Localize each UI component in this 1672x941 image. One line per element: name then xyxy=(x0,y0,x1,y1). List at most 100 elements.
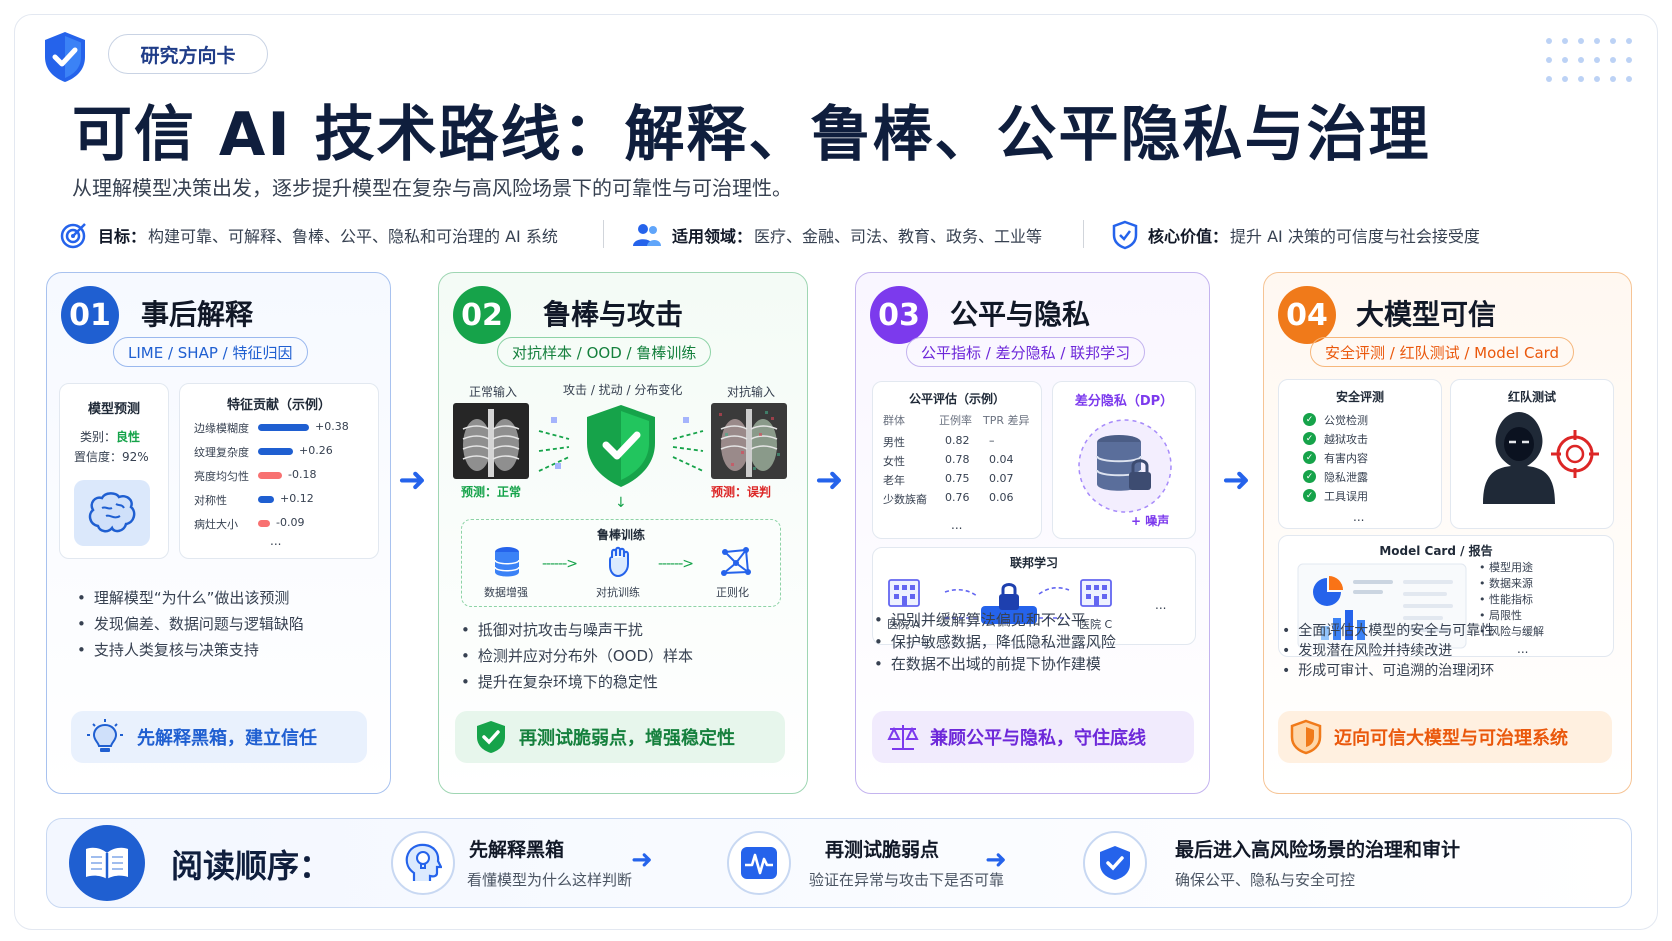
bullet-item: 发现潜在风险并持续改进 xyxy=(1282,641,1494,661)
ellipsis: ... xyxy=(1353,510,1365,524)
model-card-item: • 数据来源 xyxy=(1479,577,1533,590)
info-value-label: 核心价值： xyxy=(1148,227,1229,246)
divider xyxy=(603,220,604,248)
reading-order-bar: 阅读顺序： 先解释黑箱 看懂模型为什么这样判断 ➜ 再测试脆弱点 验证在异常与攻… xyxy=(46,818,1632,908)
check-label: 公觉检测 xyxy=(1324,413,1368,427)
step-adversarial-training: 对抗训练 xyxy=(596,586,640,599)
attack-label: 攻击 / 扰动 / 分布变化 xyxy=(563,383,683,397)
check-icon: ✓ xyxy=(1303,413,1316,426)
card-fairness-privacy: 03 公平与隐私 公平指标 / 差分隐私 / 联邦学习 公平评估（示例） 群体正… xyxy=(855,272,1210,794)
check-item: ✓工具误用 xyxy=(1303,486,1368,505)
card-number: 02 xyxy=(453,286,511,344)
check-item: ✓ 隐私泄露 xyxy=(1303,467,1368,486)
table-cell: 0.04 xyxy=(989,453,1014,466)
feature-bar xyxy=(258,472,282,479)
table-cell: – xyxy=(989,434,995,447)
check-label: 隐私泄露 xyxy=(1324,470,1368,484)
table-cell: 少数族裔 xyxy=(883,493,927,506)
info-domains-value: 医疗、金融、司法、教育、政务、工业等 xyxy=(754,227,1043,246)
table-cell: 0.82 xyxy=(945,434,970,447)
feature-name: 对称性 xyxy=(194,494,227,507)
prediction-wrong: 预测：误判 xyxy=(711,485,772,499)
bullet-item: 在数据不出域的前提下协作建模 xyxy=(874,653,1116,675)
brain-icon xyxy=(74,480,150,546)
hacker-target-icon xyxy=(1483,412,1599,504)
book-icon xyxy=(69,825,145,901)
safety-eval-title: 安全评测 xyxy=(1335,390,1384,404)
card-footer: 先解释黑箱，建立信任 xyxy=(71,711,367,763)
dashed-arrow-icon: ------> xyxy=(542,556,578,572)
red-team-title: 红队测试 xyxy=(1507,390,1556,404)
check-label: 越狱攻击 xyxy=(1324,432,1368,446)
card-footer-text: 再测试脆弱点，增强稳定性 xyxy=(519,728,735,749)
table-header: 正例率 xyxy=(939,414,972,427)
card-number: 01 xyxy=(61,286,119,344)
feature-row: 对称性 +0.12 xyxy=(180,490,380,510)
table-cell: 0.76 xyxy=(945,491,970,504)
check-list: ✓公觉检测✓越狱攻击✓有害内容✓隐私泄露✓工具误用 xyxy=(1303,410,1368,505)
model-card-items: • 模型用途• 数据来源• 性能指标• 局限性• 风险与缓解 xyxy=(1479,560,1544,640)
check-item: ✓越狱攻击 xyxy=(1303,429,1368,448)
prediction-normal: 预测：正常 xyxy=(461,485,522,499)
check-icon: ✓ xyxy=(1303,470,1316,483)
feature-name: 边缘模糊度 xyxy=(194,422,249,435)
feature-row: 边缘模糊度+0.38 xyxy=(180,418,380,438)
feature-name: 病灶大小 xyxy=(194,518,238,531)
bullet-item: 识别并缓解算法偏见和不公平 xyxy=(874,609,1116,631)
bullet-item: 发现偏差、数据问题与逻辑缺陷 xyxy=(77,611,304,637)
database-icon xyxy=(494,547,520,577)
card-robust: 02 鲁棒与攻击 对抗样本 / OOD / 鲁棒训练 正常输入 攻击 / 扰动 … xyxy=(438,272,808,794)
dp-noise-label: + 噪声 xyxy=(1131,514,1170,528)
model-card-title: Model Card / 报告 xyxy=(1379,544,1493,558)
card-explain: 01 事后解释 LIME / SHAP / 特征归因 模型预测 类别：良性 置信… xyxy=(46,272,391,794)
info-value-value: 提升 AI 决策的可信度与社会接受度 xyxy=(1230,227,1480,246)
prediction-title: 模型预测 xyxy=(87,402,140,417)
method-pill: LIME / SHAP / 特征归因 xyxy=(113,337,308,367)
bullet-list: 识别并缓解算法偏见和不公平 保护敏感数据，降低隐私泄露风险 在数据不出域的前提下… xyxy=(874,609,1116,675)
pulse-monitor-icon xyxy=(727,831,791,895)
dashed-arrow-icon: ------> xyxy=(658,556,694,572)
method-pill: 公平指标 / 差分隐私 / 联邦学习 xyxy=(906,337,1146,367)
card-title: 公平与隐私 xyxy=(950,298,1091,331)
check-icon: ✓ xyxy=(1303,489,1316,502)
card-footer-text: 迈向可信大模型与可治理系统 xyxy=(1334,728,1568,749)
red-team-box: 红队测试 xyxy=(1450,379,1614,529)
ellipsis: ... xyxy=(951,518,963,532)
step-title: 先解释黑箱 xyxy=(469,839,565,861)
flow-arrow-icon: ➜ xyxy=(1222,460,1251,500)
step-data-augmentation: 数据增强 xyxy=(484,586,528,599)
feature-bar xyxy=(258,496,274,503)
head-idea-icon xyxy=(391,831,455,895)
feature-row: 亮度均匀性-0.18 xyxy=(180,466,380,486)
database-lock-icon xyxy=(1078,419,1172,513)
bullet-item: 抵御对抗攻击与噪声干扰 xyxy=(461,617,693,643)
down-arrow-icon: ↓ xyxy=(615,495,627,511)
bullet-item: 检测并应对分布外（OOD）样本 xyxy=(461,643,693,669)
page-title: 可信 AI 技术路线：解释、鲁棒、公平隐私与治理 xyxy=(72,100,1431,170)
xray-adversarial-image xyxy=(711,403,787,479)
info-goal-label: 目标： xyxy=(98,227,147,246)
bullet-item: 支持人类复核与决策支持 xyxy=(77,637,304,663)
reading-title: 阅读顺序： xyxy=(171,847,332,885)
dp-box: 差分隐私（DP） + 噪声 xyxy=(1052,381,1196,539)
card-number: 04 xyxy=(1278,286,1336,344)
robust-training-title: 鲁棒训练 xyxy=(596,528,645,542)
decorative-dots xyxy=(1546,38,1632,86)
network-icon xyxy=(721,547,751,576)
step-regularization: 正则化 xyxy=(716,586,749,599)
method-pill: 对抗样本 / OOD / 鲁棒训练 xyxy=(497,337,712,367)
class-label: 类别： xyxy=(80,430,117,444)
arrow-right-icon: ➜ xyxy=(985,845,1007,875)
bullet-list: 理解模型“为什么”做出该预测 发现偏差、数据问题与逻辑缺陷 支持人类复核与决策支… xyxy=(77,585,304,663)
bullet-item: 形成可审计、可追溯的治理闭环 xyxy=(1282,661,1494,681)
xray-normal-image xyxy=(453,403,529,479)
model-card-item: • 性能指标 xyxy=(1479,593,1533,606)
class-value: 良性 xyxy=(116,430,141,444)
feature-bar xyxy=(258,448,293,455)
info-goal-value: 构建可靠、可解释、鲁棒、公平、隐私和可治理的 AI 系统 xyxy=(148,227,558,246)
scale-balance-icon xyxy=(887,725,919,750)
model-card-box: Model Card / 报告 • 模型用途• 数据来源• 性能指标• 局限性•… xyxy=(1278,535,1614,657)
feature-value: +0.12 xyxy=(280,492,314,505)
card-number: 03 xyxy=(870,286,928,344)
model-card-item: • 局限性 xyxy=(1479,609,1522,622)
